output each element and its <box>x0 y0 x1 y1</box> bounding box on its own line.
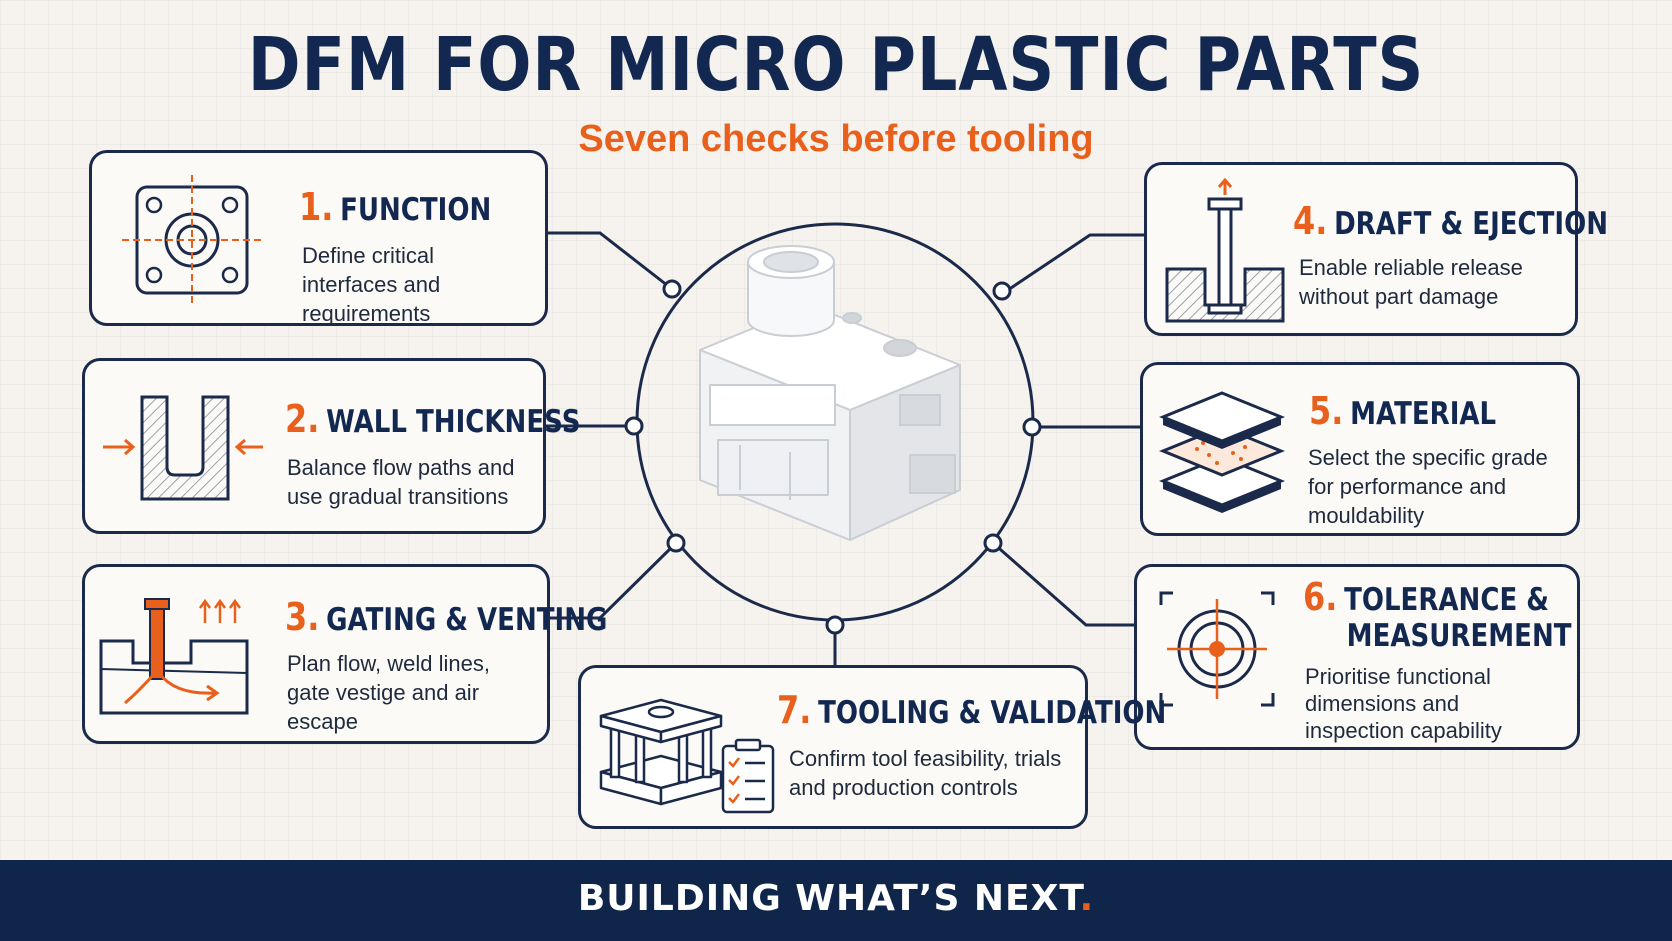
connector-6 <box>992 541 1134 627</box>
page-subtitle: Seven checks before tooling <box>578 118 1094 160</box>
check-description: Confirm tool feasibility, trials and pro… <box>789 746 1062 800</box>
check-heading: 1.FUNCTION <box>299 185 492 229</box>
connector-node-7 <box>825 615 845 635</box>
connector-4 <box>1001 233 1144 296</box>
check-card-material: 5.MATERIAL Select the specific grade for… <box>1140 362 1580 536</box>
connector-1 <box>548 231 673 291</box>
check-card-draft-ejection: 4.DRAFT & EJECTION Enable reliable relea… <box>1144 162 1608 336</box>
check-card-tooling-validation: 7.TOOLING & VALIDATION Confirm tool feas… <box>578 665 1166 829</box>
hub-diagram <box>546 222 1144 665</box>
check-description: Balance flow paths and use gradual trans… <box>287 455 515 509</box>
connector-3 <box>550 541 678 620</box>
connector-node-6 <box>983 533 1003 553</box>
check-card-tolerance-measurement: 6.TOLERANCE & MEASUREMENT Prioritise fun… <box>1134 564 1580 750</box>
page-title: DFM FOR MICRO PLASTIC PARTS <box>247 22 1425 108</box>
check-heading: 4.DRAFT & EJECTION <box>1293 199 1609 243</box>
connector-node-3 <box>666 533 686 553</box>
gate-flow-icon <box>99 598 249 715</box>
target-icon <box>1159 591 1275 707</box>
part-drawing-icon <box>122 175 262 305</box>
footer-tagline: BUILDING WHAT’S NEXT. <box>577 878 1095 919</box>
check-description: Plan flow, weld lines, gate vestige and … <box>287 651 490 734</box>
check-card-gating-venting: 3.GATING & VENTING Plan flow, weld lines… <box>82 564 607 744</box>
connector-node-5 <box>1022 417 1042 437</box>
connector-node-4 <box>992 281 1012 301</box>
check-card-function: 1.FUNCTION Define critical interfaces an… <box>89 150 548 326</box>
check-heading: 2.WALL THICKNESS <box>285 397 581 441</box>
check-description: Select the specific grade for performanc… <box>1308 445 1548 528</box>
wall-section-icon <box>103 395 263 501</box>
check-heading: 7.TOOLING & VALIDATION <box>777 688 1167 732</box>
mould-checklist-icon <box>599 698 775 814</box>
check-description: Prioritise functional dimensions and ins… <box>1305 664 1502 743</box>
connector-node-2 <box>624 416 644 436</box>
check-description: Enable reliable release without part dam… <box>1299 255 1523 309</box>
check-heading: 6.TOLERANCE & MEASUREMENT <box>1303 575 1572 654</box>
ejector-pin-icon <box>1165 177 1285 323</box>
check-card-wall-thickness: 2.WALL THICKNESS Balance flow paths and … <box>82 358 580 534</box>
check-description: Define critical interfaces and requireme… <box>302 243 441 326</box>
connector-node-1 <box>662 279 682 299</box>
check-heading: 3.GATING & VENTING <box>285 595 608 639</box>
material-layers-icon <box>1159 391 1285 513</box>
check-heading: 5.MATERIAL <box>1309 389 1497 433</box>
micro-plastic-part-icon <box>699 245 961 541</box>
footer-banner: BUILDING WHAT’S NEXT. <box>0 860 1672 941</box>
